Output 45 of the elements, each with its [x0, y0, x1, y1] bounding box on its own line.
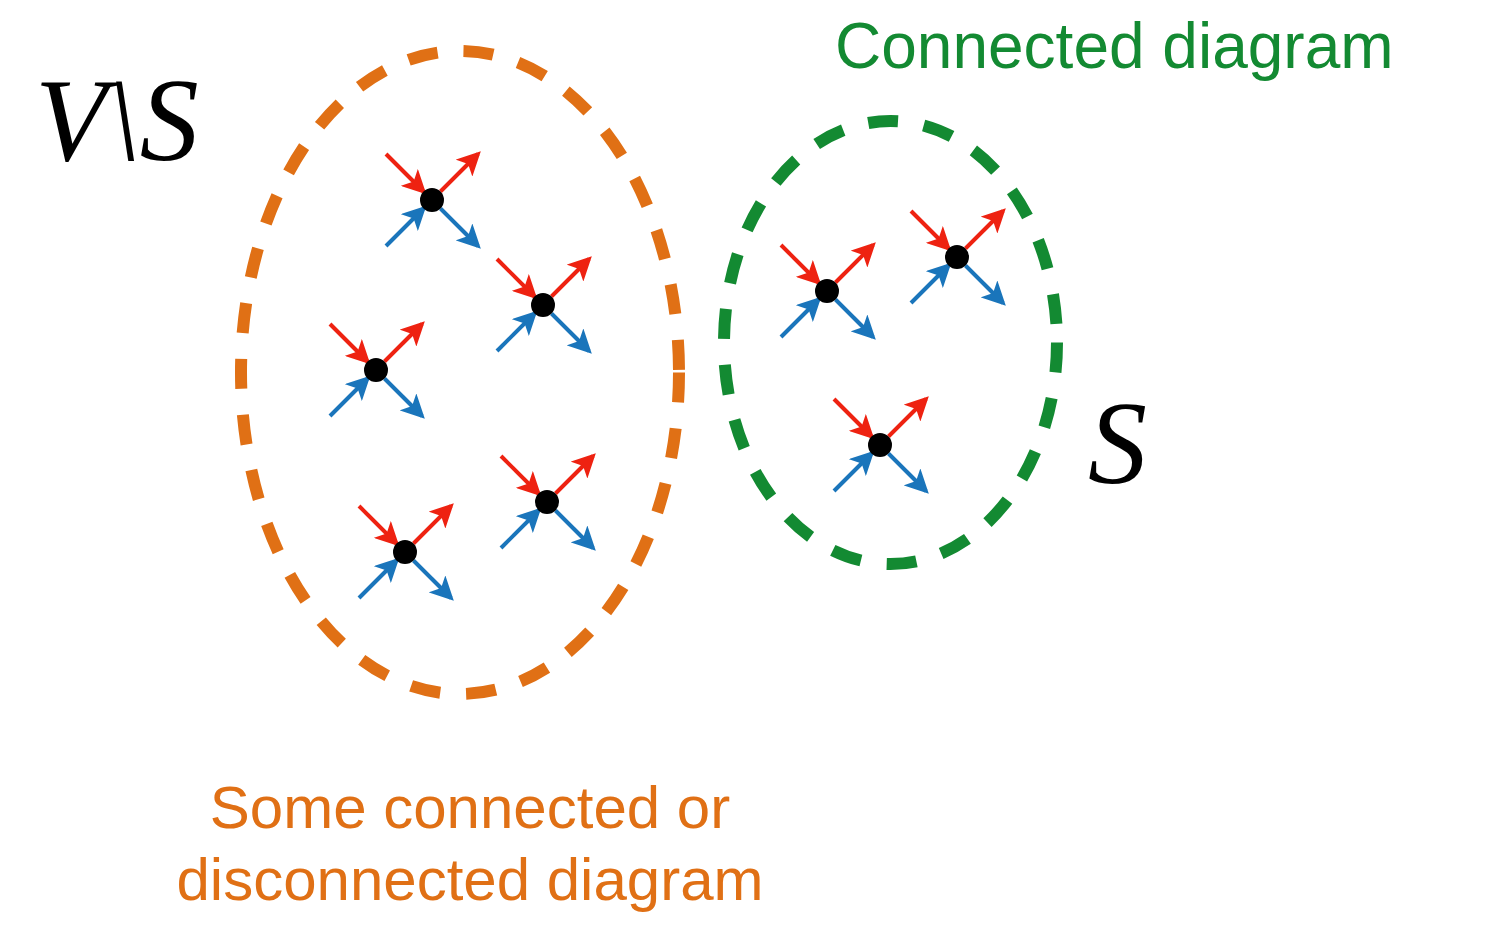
- arrow: [328, 375, 371, 418]
- vertex-dot: [868, 433, 892, 457]
- arrow: [383, 377, 425, 419]
- arrow: [383, 321, 425, 363]
- vertex-dot: [531, 293, 555, 317]
- arrow: [357, 557, 400, 600]
- arrow: [964, 264, 1006, 306]
- arrow: [495, 257, 538, 300]
- arrow: [412, 503, 454, 545]
- node-label: Some connected or disconnected diagram: [175, 773, 765, 915]
- arrow: [412, 559, 454, 601]
- dashed-ellipse: [235, 44, 685, 700]
- dashed-ellipse: [717, 114, 1063, 570]
- arrow: [550, 312, 592, 354]
- vertex-dot: [535, 490, 559, 514]
- arrow: [495, 310, 538, 353]
- vertex-dot: [364, 358, 388, 382]
- vertex-dot: [945, 245, 969, 269]
- arrow: [887, 396, 929, 438]
- vertex-dot: [420, 188, 444, 212]
- arrow: [357, 504, 400, 547]
- vertex-dot: [815, 279, 839, 303]
- arrow: [834, 242, 876, 284]
- arrow: [832, 450, 875, 493]
- arrow: [887, 452, 929, 494]
- math-label: V\S: [35, 62, 199, 180]
- arrow: [832, 397, 875, 440]
- arrow: [550, 256, 592, 298]
- arrow: [779, 296, 822, 339]
- arrow: [909, 209, 952, 252]
- arrow: [554, 453, 596, 495]
- arrow: [834, 298, 876, 340]
- arrow: [554, 509, 596, 551]
- arrow: [384, 205, 427, 248]
- arrow: [964, 208, 1006, 250]
- arrow: [499, 507, 542, 550]
- vertex-dot: [393, 540, 417, 564]
- arrow: [328, 322, 371, 365]
- arrow: [384, 152, 427, 195]
- arrow: [909, 262, 952, 305]
- arrow: [779, 243, 822, 286]
- arrow: [499, 454, 542, 497]
- arrow: [439, 151, 481, 193]
- arrow: [439, 207, 481, 249]
- math-label: S: [1088, 385, 1147, 503]
